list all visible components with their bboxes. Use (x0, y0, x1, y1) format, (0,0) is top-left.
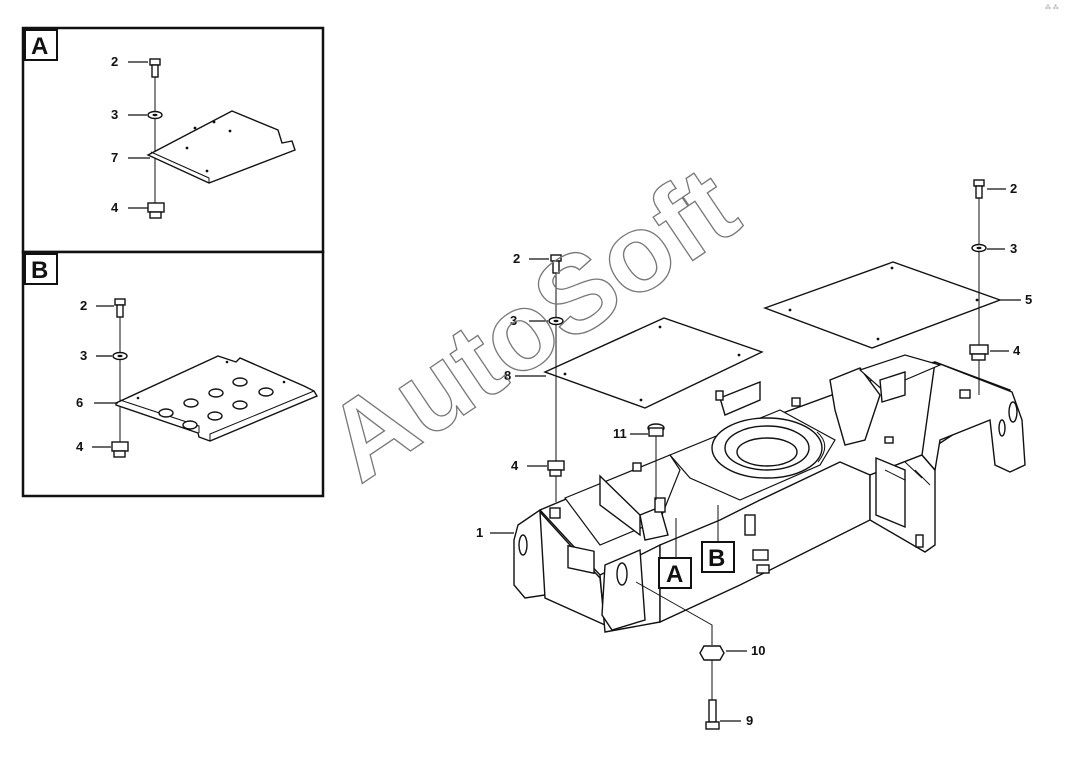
callout-8: 8 (504, 368, 511, 383)
inset-a-letter: A (31, 33, 48, 60)
cover-plate-8 (543, 317, 764, 409)
callout-1: 1 (476, 525, 483, 540)
callout-5: 5 (1025, 292, 1032, 307)
inset-a-callout-3: 3 (111, 107, 118, 122)
slewing-ring (668, 409, 836, 501)
inset-a-clip-nut (147, 202, 165, 219)
bolt-9 (705, 699, 720, 730)
detail-tag-a-letter: A (666, 561, 683, 588)
hex-nut-10 (699, 645, 725, 661)
inset-a-plate (146, 110, 296, 184)
callout-3-left: 3 (510, 313, 517, 328)
corner-mark: ⁂ ⁂ (1045, 5, 1059, 11)
inset-b-callout-3: 3 (80, 348, 87, 363)
inset-b-callout-2: 2 (80, 298, 87, 313)
right-bolt (973, 179, 985, 199)
main-assembly: A B 1 2 3 8 4 11 2 3 5 4 10 9 (476, 179, 1032, 730)
inset-b: B 2 (21, 250, 325, 498)
callout-4-left: 4 (511, 458, 519, 473)
detail-tag-a: A (658, 557, 692, 589)
left-bolt (550, 254, 562, 274)
inset-b-letter-box (24, 253, 58, 285)
inset-b-plate (115, 355, 319, 442)
inset-b-bolt (114, 298, 126, 318)
cover-plate-5 (762, 261, 1003, 349)
inset-a-bolt (149, 58, 161, 78)
inset-b-letter: B (31, 257, 48, 284)
inset-a-callout-2: 2 (111, 54, 118, 69)
detail-tag-b-letter: B (708, 545, 725, 572)
detail-tag-b: B (701, 541, 735, 573)
inset-b-clip-nut (111, 441, 129, 458)
callout-2-left: 2 (513, 251, 520, 266)
callout-10: 10 (751, 643, 765, 658)
chassis-frame (513, 354, 1026, 633)
callout-3-right: 3 (1010, 241, 1017, 256)
callout-11: 11 (613, 426, 627, 441)
grommet-11 (647, 423, 665, 437)
callout-9: 9 (746, 713, 753, 728)
inset-b-callout-6: 6 (76, 395, 83, 410)
callout-2-right: 2 (1010, 181, 1017, 196)
left-clip-nut (547, 460, 565, 477)
inset-b-callout-4: 4 (76, 439, 84, 454)
inset-a-callout-4: 4 (111, 200, 119, 215)
inset-a: A 2 3 7 4 (21, 26, 325, 254)
inset-a-letter-box (24, 29, 58, 61)
right-clip-nut (969, 344, 989, 361)
callout-4-right: 4 (1013, 343, 1021, 358)
inset-a-callout-7: 7 (111, 150, 118, 165)
